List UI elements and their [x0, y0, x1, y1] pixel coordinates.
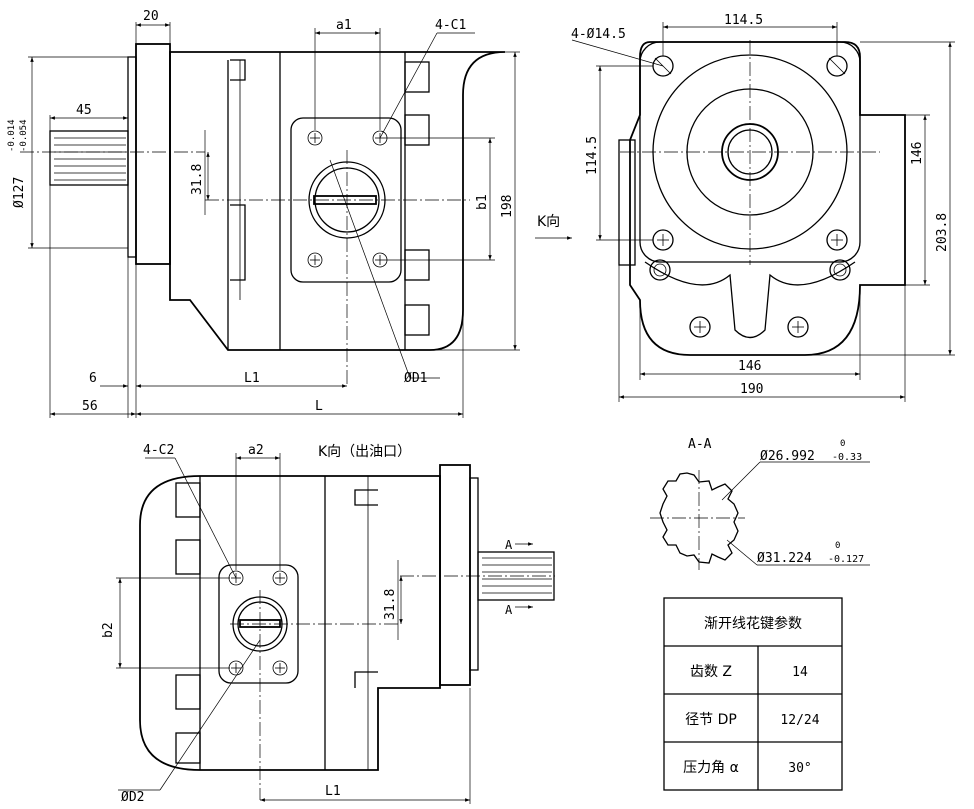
dim-side-146-bottom: 146	[738, 359, 761, 374]
side-view: 4-Ø14.5 114.5 114.5 146 203.8 146 190 K向	[535, 13, 955, 402]
dim-aa-major: Ø31.224	[757, 551, 812, 566]
spline-table-title: 渐开线花键参数	[704, 615, 802, 632]
dim-front-318: 31.8	[190, 164, 205, 195]
dim-side-146-right: 146	[910, 142, 925, 165]
section-aa: A-A Ø26.992 0 -0.33 Ø31.224 0 -0.127	[650, 437, 870, 570]
k-arrow-label: K向	[537, 214, 560, 230]
dim-aa-minor-tol-lower: -0.33	[832, 452, 862, 463]
dim-front-shaft-tol-upper: -0.014	[7, 119, 17, 152]
k-view-title: K向（出油口）	[318, 444, 411, 460]
dim-side-2038: 203.8	[935, 213, 950, 252]
dim-aa-minor: Ø26.992	[760, 449, 815, 464]
dim-k-4c2: 4-C2	[143, 443, 174, 458]
spline-row-param: 齿数 Z	[690, 664, 732, 680]
dim-front-b1: b1	[475, 194, 490, 210]
dim-front-4c1: 4-C1	[435, 18, 466, 33]
spline-row-param: 径节 DP	[685, 712, 737, 728]
dim-k-b2: b2	[101, 622, 116, 638]
dim-k-a2: a2	[248, 443, 264, 458]
dim-k-318: 31.8	[383, 589, 398, 620]
section-aa-title: A-A	[688, 437, 712, 452]
dim-front-a1: a1	[336, 18, 352, 33]
side-dimensions	[571, 22, 955, 402]
dim-side-left: 114.5	[585, 136, 600, 175]
section-mark-bottom-label: A	[505, 603, 513, 617]
front-shaft	[49, 130, 129, 186]
k-flange	[439, 464, 479, 686]
dim-front-D1: ØD1	[404, 371, 427, 386]
front-body	[169, 51, 506, 351]
dim-front-198: 198	[500, 195, 515, 218]
spline-param-table: 渐开线花键参数 齿数 Z 14 径节 DP 12/24 压力角 α 30°	[663, 597, 843, 791]
dim-side-190: 190	[740, 382, 763, 397]
spline-row-value: 14	[792, 665, 808, 680]
k-body	[139, 475, 441, 771]
spline-row-value: 12/24	[780, 713, 819, 728]
spline-section	[650, 470, 745, 570]
dim-front-20: 20	[143, 9, 159, 24]
dim-front-6: 6	[89, 371, 97, 386]
spline-row-param: 压力角 α	[683, 760, 739, 776]
side-body	[618, 41, 906, 356]
section-mark-top-label: A	[505, 538, 513, 552]
section-marker-a-top: A	[505, 538, 533, 552]
section-aa-leaders	[721, 461, 870, 566]
dim-side-top: 114.5	[724, 13, 763, 28]
k-dimensions	[116, 453, 471, 804]
dim-front-45: 45	[76, 103, 92, 118]
dim-k-D2: ØD2	[121, 790, 144, 805]
dim-front-56: 56	[82, 399, 98, 414]
dim-side-holes: 4-Ø14.5	[571, 27, 626, 42]
dim-front-shaft-dia: Ø127	[12, 177, 27, 208]
dim-front-L: L	[315, 399, 323, 414]
side-bolt-holes	[649, 55, 851, 338]
dim-front-shaft-tol-lower: -0.054	[19, 119, 29, 152]
k-direction-arrow: K向	[535, 214, 572, 240]
front-view: 20 a1 4-C1 45 Ø127 -0.014 -0.054 31.8 b1…	[7, 9, 520, 418]
dim-aa-minor-tol-upper: 0	[840, 439, 845, 449]
front-dimensions	[28, 22, 520, 418]
section-marker-a-bottom: A	[505, 603, 533, 617]
k-view: K向（出油口）	[101, 443, 555, 805]
dim-aa-major-tol-lower: -0.127	[828, 554, 864, 565]
dim-k-L1: L1	[325, 784, 341, 799]
dim-front-L1: L1	[244, 371, 260, 386]
spline-row-value: 30°	[788, 761, 811, 776]
front-flange	[127, 43, 171, 265]
dim-aa-major-tol-upper: 0	[835, 541, 840, 551]
